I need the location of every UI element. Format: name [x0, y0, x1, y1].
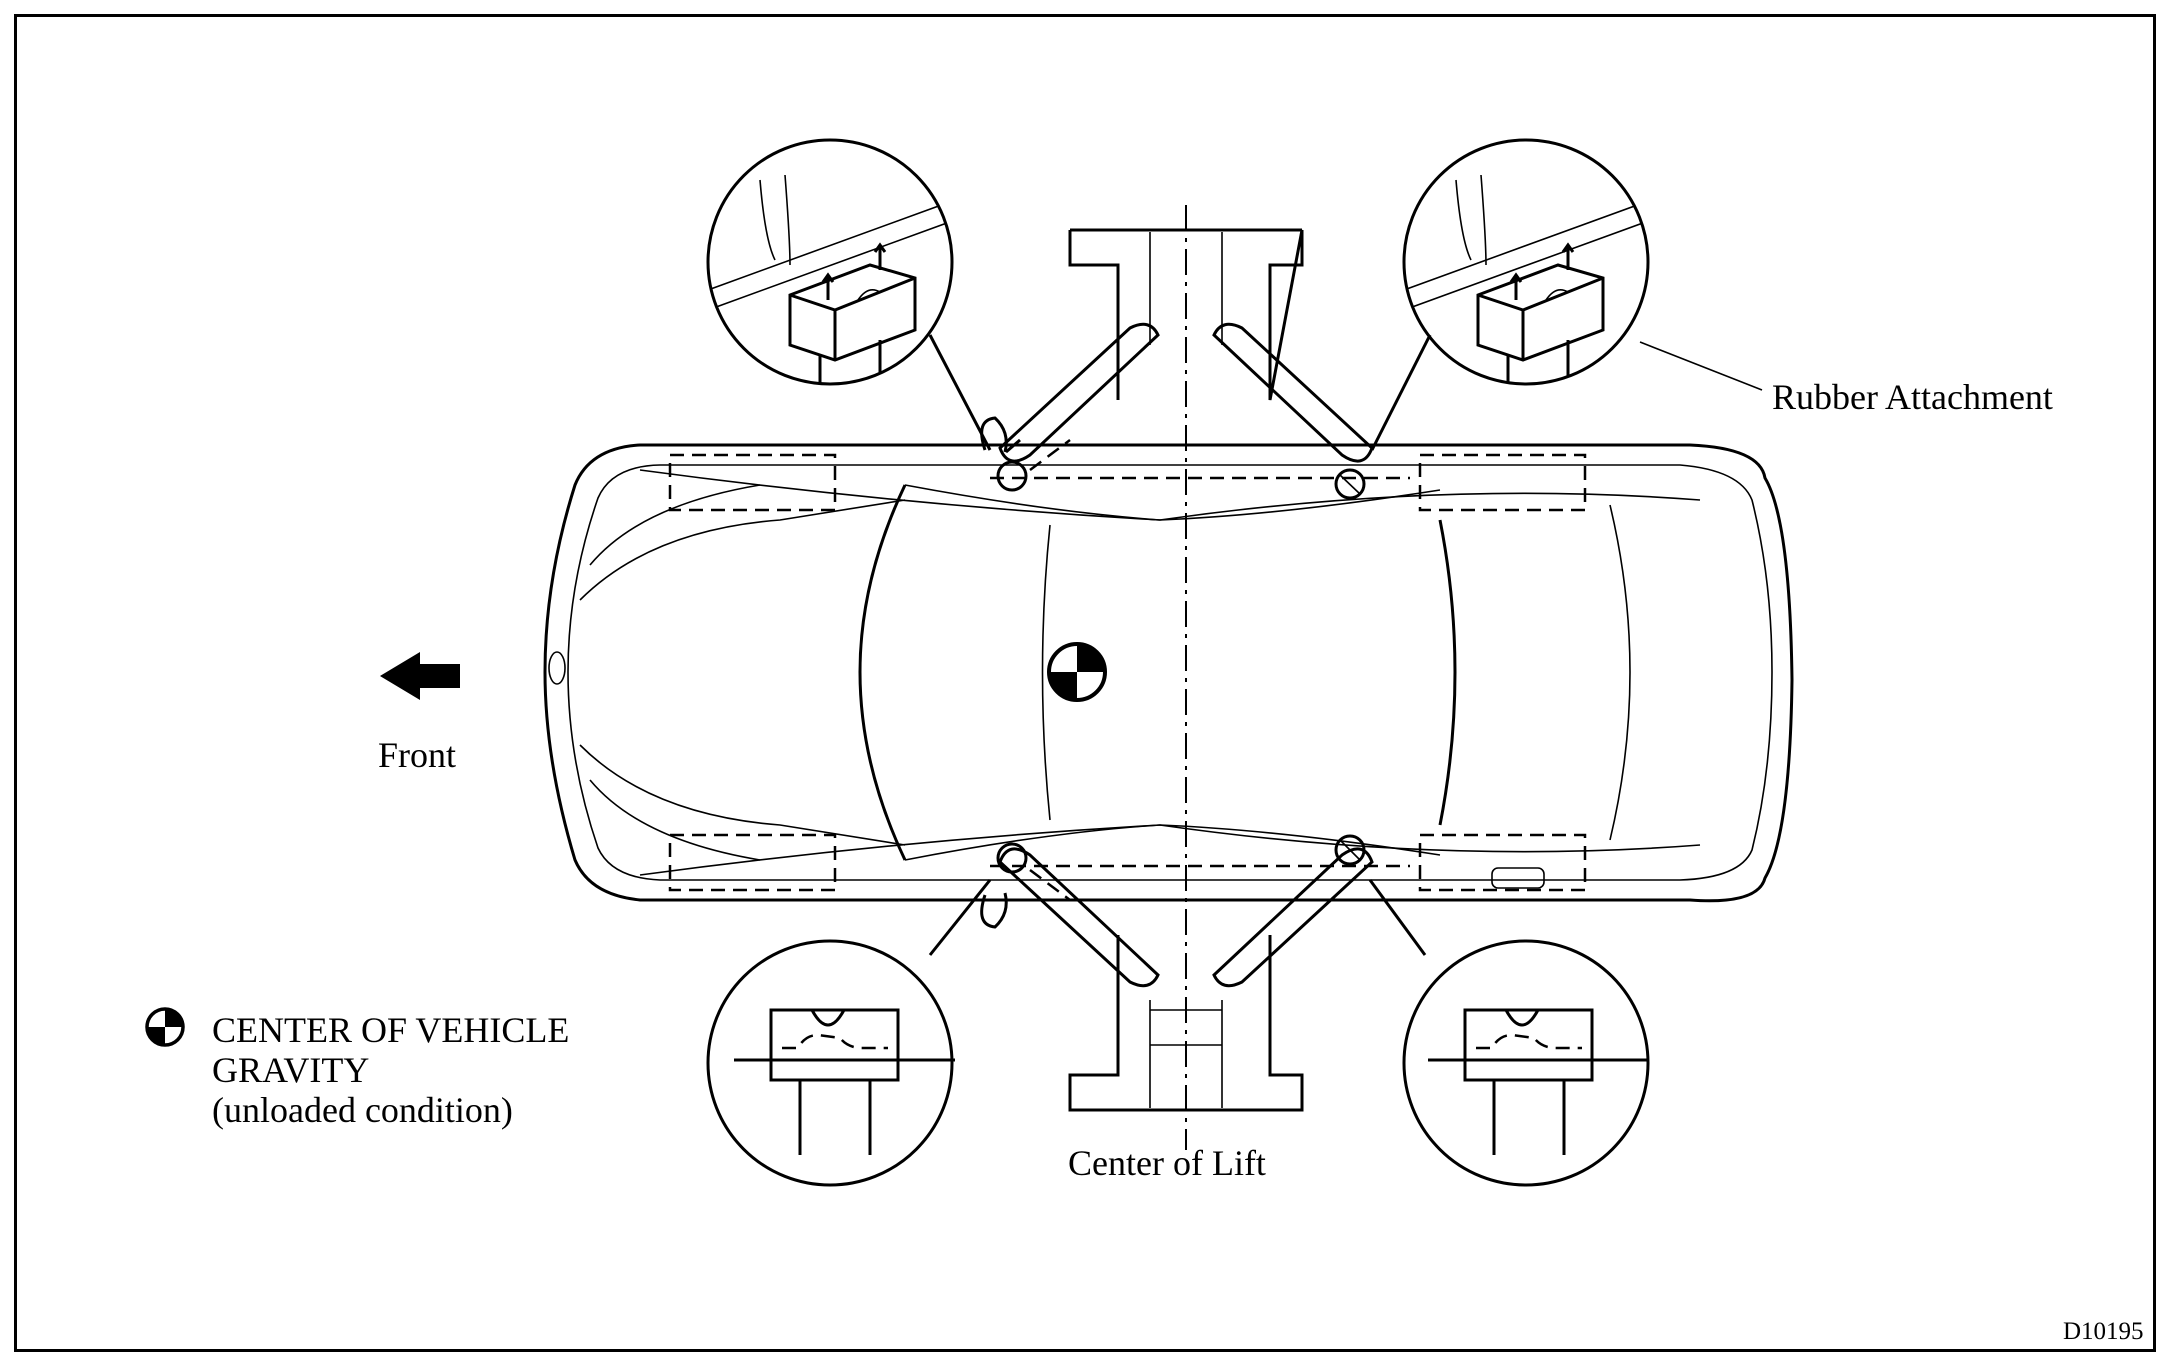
- lift-point-rear-right: [1334, 834, 1366, 866]
- detail-circle-top-right: [1370, 138, 1763, 451]
- front-label: Front: [378, 735, 457, 775]
- wheel-well-rear-right: [1418, 833, 1587, 892]
- detail-circle-bottom-right: [1368, 879, 1650, 1187]
- lift-point-front-right: [996, 842, 1028, 874]
- wheel-well-rear-left: [1418, 453, 1587, 512]
- cog-legend-line3: (unloaded condition): [212, 1090, 513, 1130]
- cog-legend-line2: GRAVITY: [212, 1050, 370, 1090]
- lift-arm-top-left: [998, 322, 1160, 463]
- lift-arm-top-right: [1212, 322, 1374, 463]
- center-of-gravity-legend-icon: [145, 1007, 185, 1047]
- lift-arm-bottom-right: [1212, 847, 1374, 988]
- vehicle-outline: [543, 416, 1794, 929]
- diagram-frame: [14, 14, 2156, 1352]
- windshield-front: [858, 484, 907, 861]
- lift-point-rear-left: [1334, 468, 1366, 500]
- arrow-left-icon: [380, 652, 460, 700]
- center-of-gravity-icon: [1047, 642, 1107, 702]
- figure-id: D10195: [2063, 1318, 2144, 1345]
- rubber-attachment-leader: [1639, 341, 1763, 391]
- wheel-well-front-right: [668, 833, 837, 892]
- cog-legend-line1: CENTER OF VEHICLE: [212, 1010, 570, 1050]
- lift-arm-bottom-left: [998, 847, 1160, 988]
- detail-circle-top-left: [706, 138, 992, 451]
- lift-post-top: [1068, 229, 1304, 401]
- vehicle-body: [543, 443, 1794, 903]
- lift-point-front-left: [996, 460, 1028, 492]
- rubber-attachment-label: Rubber Attachment: [1772, 377, 2053, 417]
- detail-circle-bottom-left: [706, 879, 992, 1187]
- mirror-right: [980, 892, 1008, 929]
- wheel-well-front-left: [668, 453, 837, 512]
- rear-window: [1438, 519, 1457, 826]
- center-of-lift-label: Center of Lift: [1068, 1143, 1266, 1183]
